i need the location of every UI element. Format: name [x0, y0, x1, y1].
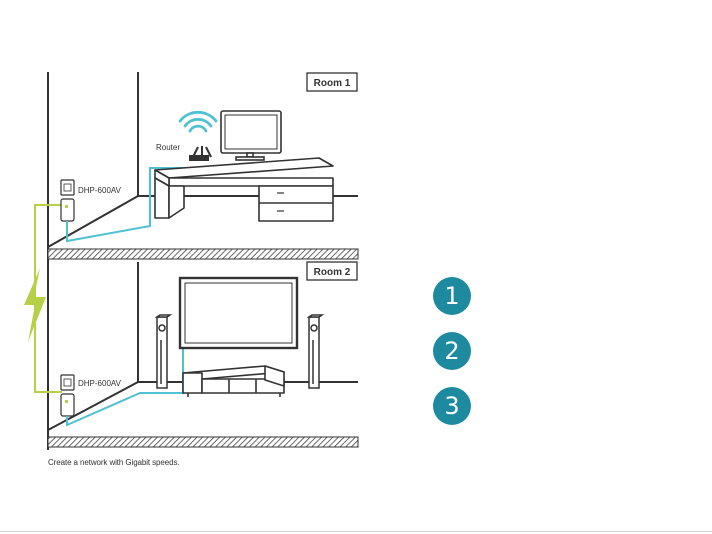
powerline-adapter-lower: [60, 393, 75, 417]
adapter-upper-label: DHP-600AV: [78, 186, 122, 195]
room-2-label: Room 2: [306, 261, 358, 281]
step-1-button[interactable]: 1: [433, 277, 471, 315]
tv-stand: [182, 365, 285, 397]
room-1-label: Room 1: [306, 72, 358, 92]
ceiling-slab: [47, 248, 359, 260]
powerline-adapter-upper: [60, 198, 75, 222]
ethernet-cable-lower: [66, 318, 184, 427]
left-speaker: [154, 314, 173, 389]
step-2-button[interactable]: 2: [433, 332, 471, 370]
svg-text:Room 2: Room 2: [314, 267, 351, 278]
right-speaker: [306, 314, 325, 389]
wifi-signal-icon: [178, 110, 218, 133]
diagram-caption: Create a network with Gigabit speeds.: [48, 458, 180, 467]
floor-slab: [47, 436, 359, 448]
wall-outlet-lower: [60, 374, 75, 391]
router-label: Router: [156, 143, 180, 152]
desk: [154, 157, 334, 222]
television: [178, 276, 299, 350]
svg-text:Room 1: Room 1: [314, 78, 351, 89]
router-device: [189, 146, 212, 161]
step-3-button[interactable]: 3: [433, 387, 471, 425]
desktop-monitor: [220, 110, 282, 161]
floor-slabs: [47, 248, 359, 448]
wall-outlet-upper: [60, 179, 75, 196]
adapter-lower-label: DHP-600AV: [78, 379, 122, 388]
ethernet-cable-upper: [66, 167, 196, 243]
lightning-bolt-icon: [24, 268, 46, 342]
bottom-divider: [0, 531, 712, 532]
